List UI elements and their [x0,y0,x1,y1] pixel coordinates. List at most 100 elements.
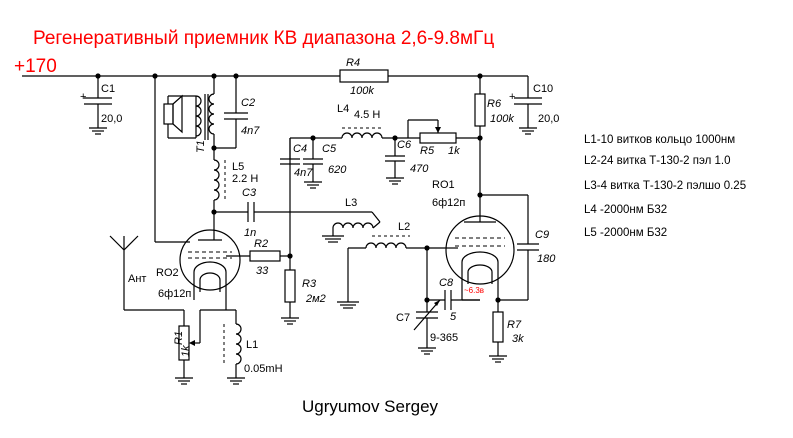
capacitor-c1: + C1 20,0 [80,76,122,128]
ro1-type: 6ф12п [432,197,465,209]
ground-symbol [89,127,107,135]
c5-ref: C5 [322,143,337,155]
r2-value: 33 [256,265,269,277]
wire [287,138,293,270]
r5-value: 1k [448,145,460,157]
transformer-t1: T1 [195,76,215,160]
c7-ref: C7 [396,312,410,324]
ground-symbol [175,377,193,385]
diagram-title: Регенеративный приемник КВ диапазона 2,6… [33,28,494,49]
c4-ref: C4 [293,143,307,155]
c7-value: 9-365 [430,332,458,344]
ground-symbol [322,235,344,243]
r3-value: 2м2 [305,293,326,305]
ground-symbol [519,127,537,135]
l5-ref: L5 [232,161,244,173]
author-label: Ugryumov Sergey [302,397,439,416]
c6-ref: C6 [397,139,412,151]
resistor-r2: R2 33 [249,238,290,277]
c2-ref: C2 [241,97,255,109]
c9-value: 180 [537,253,556,265]
r6-ref: R6 [487,98,502,110]
resistor-r4: R4 100k [339,57,389,97]
c8-ref: C8 [439,277,454,289]
note-line: L3-4 витка Т-130-2 пэлшо 0.25 [584,180,746,192]
vacuum-tube-ro2: RO2 6ф12п [156,228,241,300]
winding-notes: L1-10 витков кольцо 1000нм L2-24 витка Т… [584,134,746,239]
svg-text:+: + [509,91,515,103]
c10-ref: C10 [533,83,553,95]
l2-ref: L2 [398,221,410,233]
l1-ref: L1 [246,339,258,351]
antenna-icon: Ант [109,235,184,311]
c1-ref: C1 [101,83,115,95]
svg-text:+: + [80,91,86,103]
r7-value: 3k [512,333,524,345]
resistor-r7: R7 3k [492,300,524,356]
speaker-icon [163,94,197,139]
inductor-l2: L2 [347,221,445,302]
heater-voltage-label: ~6.3в [464,286,484,295]
r5-ref: R5 [420,145,435,157]
supply-voltage-label: +170 [14,56,57,77]
note-line: L1-10 витков кольцо 1000нм [584,134,735,146]
wire [154,76,250,257]
c5-value: 620 [328,164,347,176]
c9-ref: C9 [535,229,549,241]
r4-ref: R4 [346,57,360,69]
potentiometer-r5: R5 1k [407,119,480,157]
c8-value: 5 [450,311,457,323]
ro2-type: 6ф12п [158,288,191,300]
ground-symbol [489,355,507,363]
c1-value: 20,0 [101,113,122,125]
potentiometer-r1: R1 1k [173,300,236,378]
wire [290,135,342,141]
inductor-l3: L3 [332,197,381,236]
r1-ref: R1 [173,331,185,345]
ground-symbol [227,377,245,385]
inductor-l4: L4 4.5 H [337,103,420,141]
capacitor-c6: C6 470 [385,138,429,178]
c10-value: 20,0 [538,113,559,125]
r6-value: 100k [490,113,514,125]
ground-symbol [418,347,436,355]
c3-value: 1n [244,227,256,239]
r1-value: 1k [180,345,192,357]
ground-symbol [304,181,322,189]
note-line: L5 -2000нм Б32 [584,227,667,239]
l1-value: 0.05mH [244,363,283,375]
inductor-l1: L1 0.05mH [223,310,283,378]
l5-value: 2.2 H [232,173,258,185]
capacitor-c10: + C10 20,0 [509,76,559,128]
note-line: L4 -2000нм Б32 [584,204,667,216]
c4-value: 4n7 [294,167,313,179]
l4-value: 4.5 H [354,109,380,121]
l4-ref: L4 [337,103,349,115]
t1-ref: T1 [195,140,207,153]
r2-ref: R2 [254,238,268,250]
r7-ref: R7 [507,319,522,331]
capacitor-c3: C3 1n [214,187,372,239]
vacuum-tube-ro1: ~6.3в RO1 6ф12п [432,179,515,301]
capacitor-c5: C5 620 [303,138,347,182]
ground-symbol [281,317,299,325]
ro1-ref: RO1 [432,179,455,191]
ground-symbol [386,177,404,185]
capacitor-c2: C2 4n7 [211,76,260,151]
capacitor-c9: C9 180 [480,194,556,303]
antenna-label: Ант [128,273,146,285]
resistor-r3: R3 2м2 [284,269,326,318]
ground-symbol [337,301,359,309]
c2-value: 4n7 [241,125,260,137]
capacitor-c4: C4 4n7 [280,138,313,179]
c3-ref: C3 [242,187,257,199]
r4-value: 100k [350,85,374,97]
r3-ref: R3 [302,278,317,290]
note-line: L2-24 витка Т-130-2 пэл 1.0 [584,155,730,167]
l3-ref: L3 [345,197,357,209]
capacitor-c7: C7 9-365 [396,248,458,348]
inductor-l5: L5 2.2 H [211,159,258,228]
c6-value: 470 [410,163,429,175]
ro2-ref: RO2 [156,267,179,279]
